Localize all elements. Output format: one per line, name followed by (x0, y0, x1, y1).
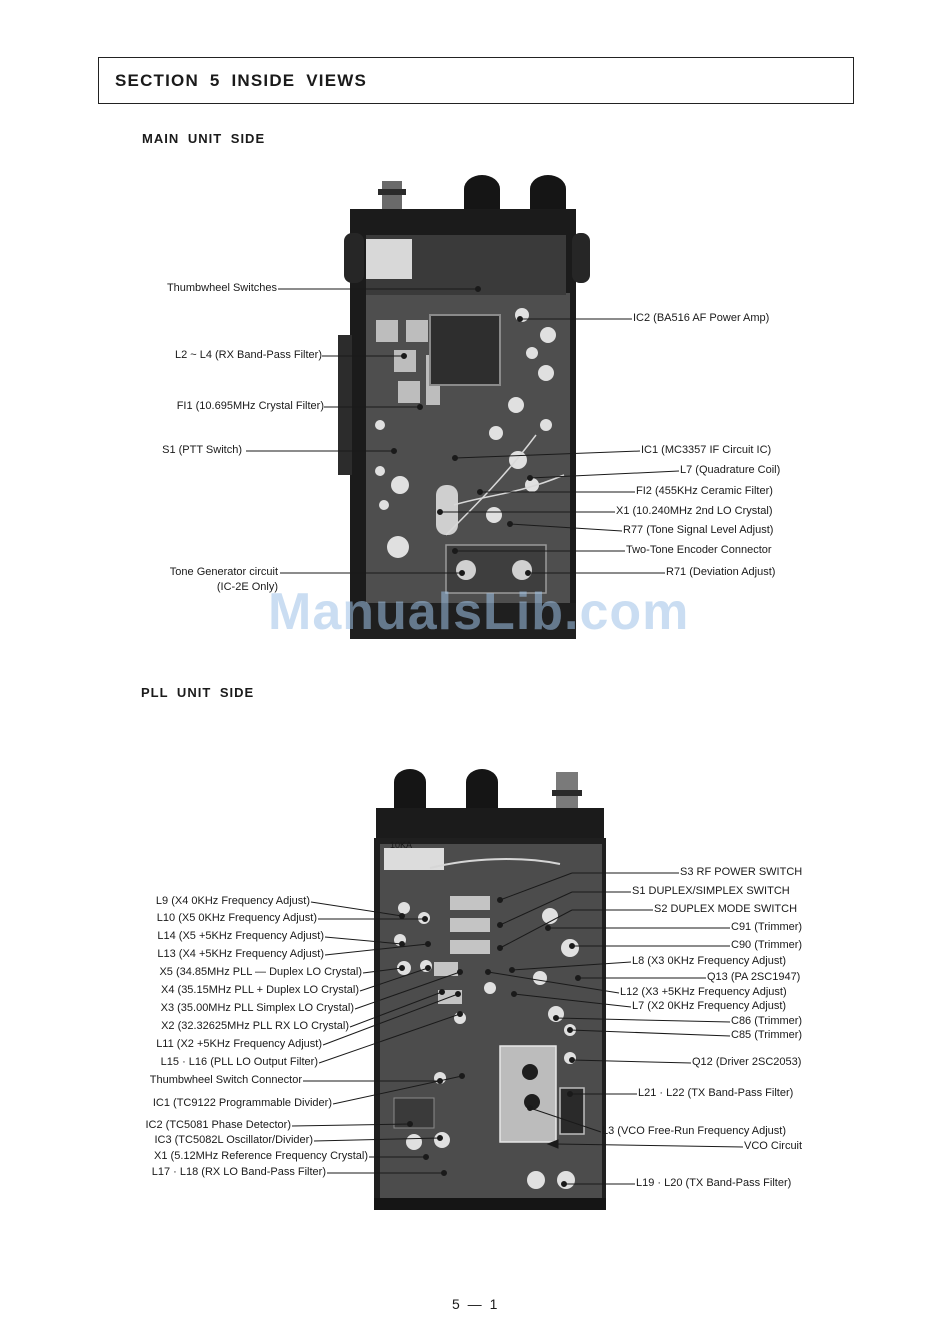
label-l19-l20: L19 · L20 (TX Band-Pass Filter) (636, 1177, 792, 1189)
label-l3-vco: L3 (VCO Free-Run Frequency Adjust) (602, 1125, 787, 1137)
label-thumbwheel-connector: Thumbwheel Switch Connector (149, 1074, 302, 1086)
label-c85: C85 (Trimmer) (731, 1029, 803, 1041)
label-s3-rf-power: S3 RF POWER SWITCH (680, 866, 803, 878)
label-l21-l22: L21 · L22 (TX Band-Pass Filter) (638, 1087, 794, 1099)
label-tone-generator-note: (IC-2E Only) (216, 581, 278, 593)
section-header-box: SECTION 5 INSIDE VIEWS (98, 57, 854, 104)
label-two-tone-connector: Two-Tone Encoder Connector (626, 544, 772, 556)
label-c91: C91 (Trimmer) (731, 921, 803, 933)
label-l15-l16: L15 · L16 (PLL LO Output Filter) (160, 1056, 318, 1068)
label-ic3-oscillator: IC3 (TC5082L Oscillator/Divider) (154, 1134, 313, 1146)
label-x1-reference: X1 (5.12MHz Reference Frequency Crystal) (154, 1150, 368, 1162)
label-l8: L8 (X3 0KHz Frequency Adjust) (632, 955, 787, 967)
pll-unit-heading: PLL UNIT SIDE (141, 685, 255, 700)
label-l7: L7 (X2 0KHz Frequency Adjust) (632, 1000, 787, 1012)
label-c90: C90 (Trimmer) (731, 939, 803, 951)
label-l12: L12 (X3 +5KHz Frequency Adjust) (620, 986, 787, 998)
label-ic2-phase-detector: IC2 (TC5081 Phase Detector) (145, 1119, 291, 1131)
label-ic1-if-circuit: IC1 (MC3357 IF Circuit IC) (641, 444, 772, 456)
label-x4: X4 (35.15MHz PLL + Duplex LO Crystal) (161, 984, 359, 996)
label-l9: L9 (X4 0KHz Frequency Adjust) (155, 895, 310, 907)
label-fi2-ceramic-filter: FI2 (455KHz Ceramic Filter) (636, 485, 773, 497)
pll-unit-photo: 10KA (374, 769, 606, 1210)
label-l13: L13 (X4 +5KHz Frequency Adjust) (157, 948, 324, 960)
label-c86: C86 (Trimmer) (731, 1015, 803, 1027)
label-x2: X2 (32.32625MHz PLL RX LO Crystal) (161, 1020, 349, 1032)
label-l11: L11 (X2 +5KHz Frequency Adjust) (156, 1038, 322, 1050)
label-x3: X3 (35.00MHz PLL Simplex LO Crystal) (160, 1002, 354, 1014)
section-title: SECTION 5 INSIDE VIEWS (115, 71, 368, 90)
label-q13: Q13 (PA 2SC1947) (707, 971, 801, 983)
main-unit-photo (338, 175, 590, 639)
page-number: 5 — 1 (452, 1296, 500, 1312)
label-tone-generator: Tone Generator circuit (169, 566, 278, 578)
label-s1-ptt: S1 (PTT Switch) (162, 444, 242, 456)
label-l2-l4: L2 ~ L4 (RX Band-Pass Filter) (174, 349, 322, 361)
label-r71-deviation: R71 (Deviation Adjust) (666, 566, 776, 578)
label-s2-duplex-mode: S2 DUPLEX MODE SWITCH (654, 903, 798, 915)
label-r77-tone-level: R77 (Tone Signal Level Adjust) (623, 524, 774, 536)
label-s1-duplex-simplex: S1 DUPLEX/SIMPLEX SWITCH (632, 885, 790, 897)
label-vco-circuit: VCO Circuit (744, 1140, 803, 1152)
label-l10: L10 (X5 0KHz Frequency Adjust) (156, 912, 317, 924)
pll-photo-label: 10KA (390, 840, 412, 850)
watermark: ManualsLib.com (268, 583, 690, 641)
label-ic1-divider: IC1 (TC9122 Programmable Divider) (152, 1097, 332, 1109)
label-l7-quadrature-coil: L7 (Quadrature Coil) (680, 464, 781, 476)
main-unit-heading: MAIN UNIT SIDE (142, 131, 266, 146)
label-l17-l18: L17 · L18 (RX LO Band-Pass Filter) (151, 1166, 326, 1178)
label-thumbwheel-switches: Thumbwheel Switches (166, 282, 277, 294)
label-fi1: FI1 (10.695MHz Crystal Filter) (176, 400, 324, 412)
label-ic2-af-amp: IC2 (BA516 AF Power Amp) (633, 312, 770, 324)
label-x5: X5 (34.85MHz PLL — Duplex LO Crystal) (159, 966, 362, 978)
label-q12: Q12 (Driver 2SC2053) (692, 1056, 802, 1068)
label-l14: L14 (X5 +5KHz Frequency Adjust) (157, 930, 324, 942)
label-x1-2nd-lo-crystal: X1 (10.240MHz 2nd LO Crystal) (616, 505, 773, 517)
